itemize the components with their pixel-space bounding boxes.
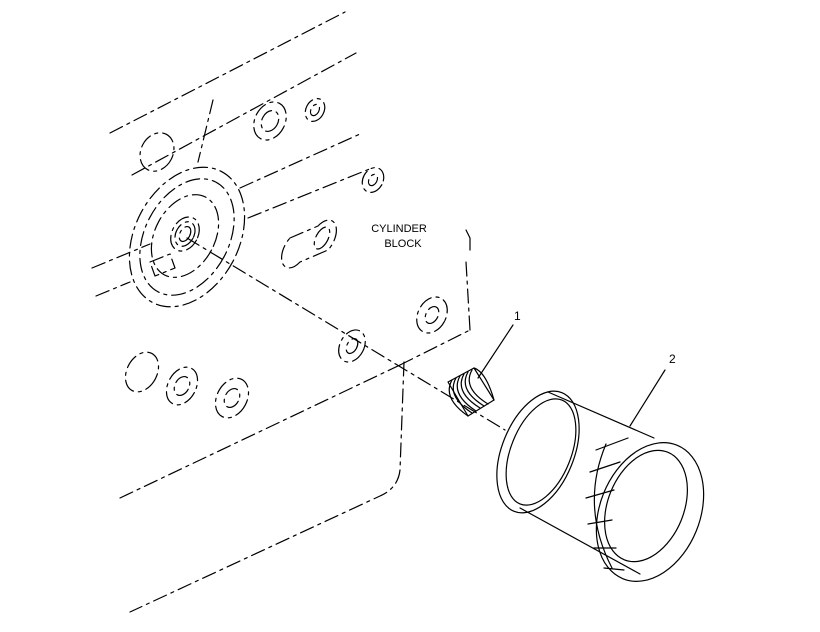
filter-bottom-edge — [519, 507, 641, 575]
stud-start — [448, 379, 469, 417]
base-drain-port — [149, 253, 176, 277]
hole-lower-mid-inner — [173, 375, 191, 397]
filter-knurl-band — [593, 443, 613, 569]
part-2-oil-filter — [496, 390, 705, 582]
threaded-port-outer — [170, 216, 200, 252]
block-lower-edge-right — [399, 329, 471, 366]
label-cylinder: CYLINDER — [371, 223, 427, 235]
block-top-edge — [109, 11, 346, 134]
hole-right — [416, 296, 448, 334]
block-left-rail-lower — [95, 281, 131, 297]
block-holes — [124, 97, 448, 419]
filter-top-edge — [547, 391, 655, 439]
block-mid-rail — [239, 133, 361, 189]
threaded-port-mid — [174, 221, 196, 247]
hole-lower-right-inner — [223, 387, 241, 409]
boss-end — [313, 226, 331, 250]
block-left-rail — [91, 243, 151, 269]
filter-wrench-flats — [585, 437, 629, 571]
stud-end — [473, 367, 495, 401]
labels: CYLINDER BLOCK 1 2 — [371, 223, 676, 427]
filter-base-plate — [496, 390, 580, 514]
hole-center-inner — [345, 337, 359, 355]
label-block: BLOCK — [384, 238, 422, 250]
filter-mounting-base — [128, 166, 246, 308]
threaded-port-inner — [178, 225, 192, 243]
filter-gasket — [505, 398, 577, 506]
block-vertical-web — [197, 99, 214, 163]
stud-thread-1 — [452, 377, 473, 414]
stud-thread-3 — [460, 373, 481, 409]
hole-mid-right — [361, 166, 385, 194]
base-seal-face — [150, 194, 220, 278]
block-bottom-contour — [129, 361, 405, 613]
hole-upper-mid — [253, 101, 287, 141]
block-break-mark — [465, 229, 471, 251]
boss-body — [281, 219, 337, 269]
hole-upper-right-inner — [309, 103, 321, 117]
block-upper-rail — [131, 52, 357, 176]
base-outer-flange — [128, 166, 246, 308]
hole-lower-mid — [165, 366, 199, 406]
hole-right-inner — [424, 305, 440, 325]
block-mid-rail-lower — [247, 167, 373, 219]
assembly-axis-line — [186, 237, 506, 431]
block-boss — [281, 219, 337, 269]
block-lower-edge — [119, 364, 401, 499]
hole-upper-right — [304, 97, 326, 123]
filter-dome-inner — [604, 449, 688, 563]
part-1-threaded-stud — [447, 367, 495, 417]
block-right-edge — [465, 261, 471, 331]
callout-2-number: 2 — [669, 352, 676, 366]
hole-lower-left — [124, 351, 160, 393]
hole-lower-right — [214, 377, 250, 419]
callout-1-number: 1 — [514, 309, 521, 323]
cylinder-block — [91, 11, 471, 613]
hole-center — [338, 329, 366, 363]
filter-dome-end — [595, 442, 705, 582]
hole-upper-mid-inner — [260, 109, 280, 133]
stud-thread-4 — [464, 371, 485, 407]
base-inner-flange — [139, 178, 235, 296]
stud-thread-5 — [468, 369, 489, 405]
callout-2-leader — [629, 369, 666, 427]
callout-1-leader — [477, 324, 514, 379]
stud-thread-2 — [456, 375, 477, 412]
hole-mid-right-inner — [367, 173, 379, 187]
hole-upper-left — [139, 132, 175, 172]
